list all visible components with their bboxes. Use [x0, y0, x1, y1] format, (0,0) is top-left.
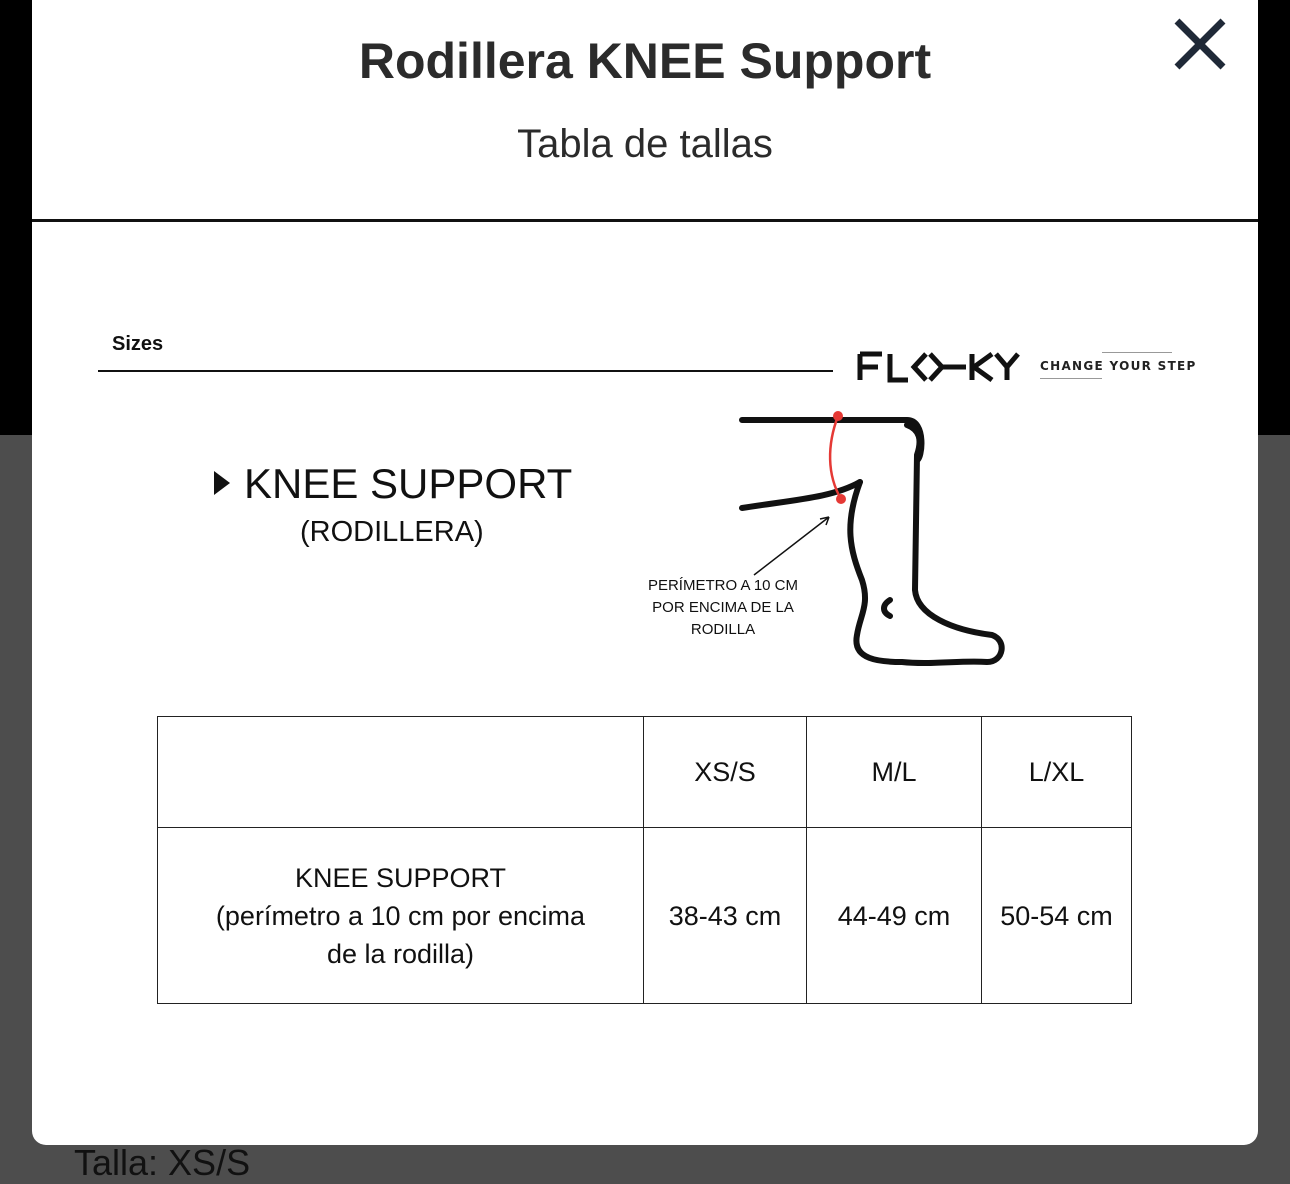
size-chart-modal: Rodillera KNEE Support Tabla de tallas S…: [32, 0, 1258, 1145]
measurement-note-line: RODILLA: [690, 621, 756, 638]
sizes-label: Sizes: [112, 333, 164, 355]
value-cell-l-xl: 50-54 cm: [981, 827, 1132, 1004]
product-heading-text: KNEE SUPPORT: [244, 460, 573, 507]
row-label-line: KNEE SUPPORT: [294, 862, 507, 893]
header-cell-xs-s: XS/S: [643, 716, 807, 828]
tagline-rule-bottom: [1040, 378, 1102, 379]
value-cell-xs-s: 38-43 cm: [643, 827, 807, 1004]
header-cell-l-xl: L/XL: [981, 716, 1132, 828]
measurement-note-line: POR ENCIMA DE LA: [652, 599, 794, 616]
measurement-note-line: PERÍMETRO A 10 CM: [647, 577, 799, 594]
triangle-bullet-icon: [214, 470, 230, 495]
leg-measurement-illustration: [739, 411, 1005, 666]
measurement-note: PERÍMETRO A 10 CM POR ENCIMA DE LA RODIL…: [632, 575, 814, 641]
table-header-row: XS/S M/L L/XL: [157, 716, 1132, 828]
row-label-line: de la rodilla): [326, 938, 475, 969]
product-subheading: (RODILLERA): [300, 516, 484, 548]
size-table: XS/S M/L L/XL KNEE SUPPORT (perímetro a …: [157, 716, 1132, 1004]
tagline-rule-top: [1102, 352, 1172, 353]
modal-title: Rodillera KNEE Support: [358, 33, 932, 89]
value-cell-m-l: 44-49 cm: [806, 827, 982, 1004]
header-cell-empty: [157, 716, 644, 828]
header-cell-m-l: M/L: [806, 716, 982, 828]
brand-tagline: CHANGE YOUR STEP: [1040, 359, 1197, 373]
modal-subtitle: Tabla de tallas: [517, 122, 773, 166]
close-x-icon: [1174, 18, 1226, 70]
table-row: KNEE SUPPORT (perímetro a 10 cm por enci…: [157, 827, 1132, 1004]
close-button[interactable]: [1172, 16, 1228, 72]
row-label-line: (perímetro a 10 cm por encima: [215, 900, 586, 931]
header-divider: [32, 219, 1258, 222]
sizes-underline: [98, 370, 833, 372]
product-heading: KNEE SUPPORT: [214, 460, 572, 508]
brand-logo: [856, 346, 1026, 392]
row-label-cell: KNEE SUPPORT (perímetro a 10 cm por enci…: [157, 827, 644, 1004]
selected-size-label: Talla: XS/S: [74, 1142, 251, 1183]
